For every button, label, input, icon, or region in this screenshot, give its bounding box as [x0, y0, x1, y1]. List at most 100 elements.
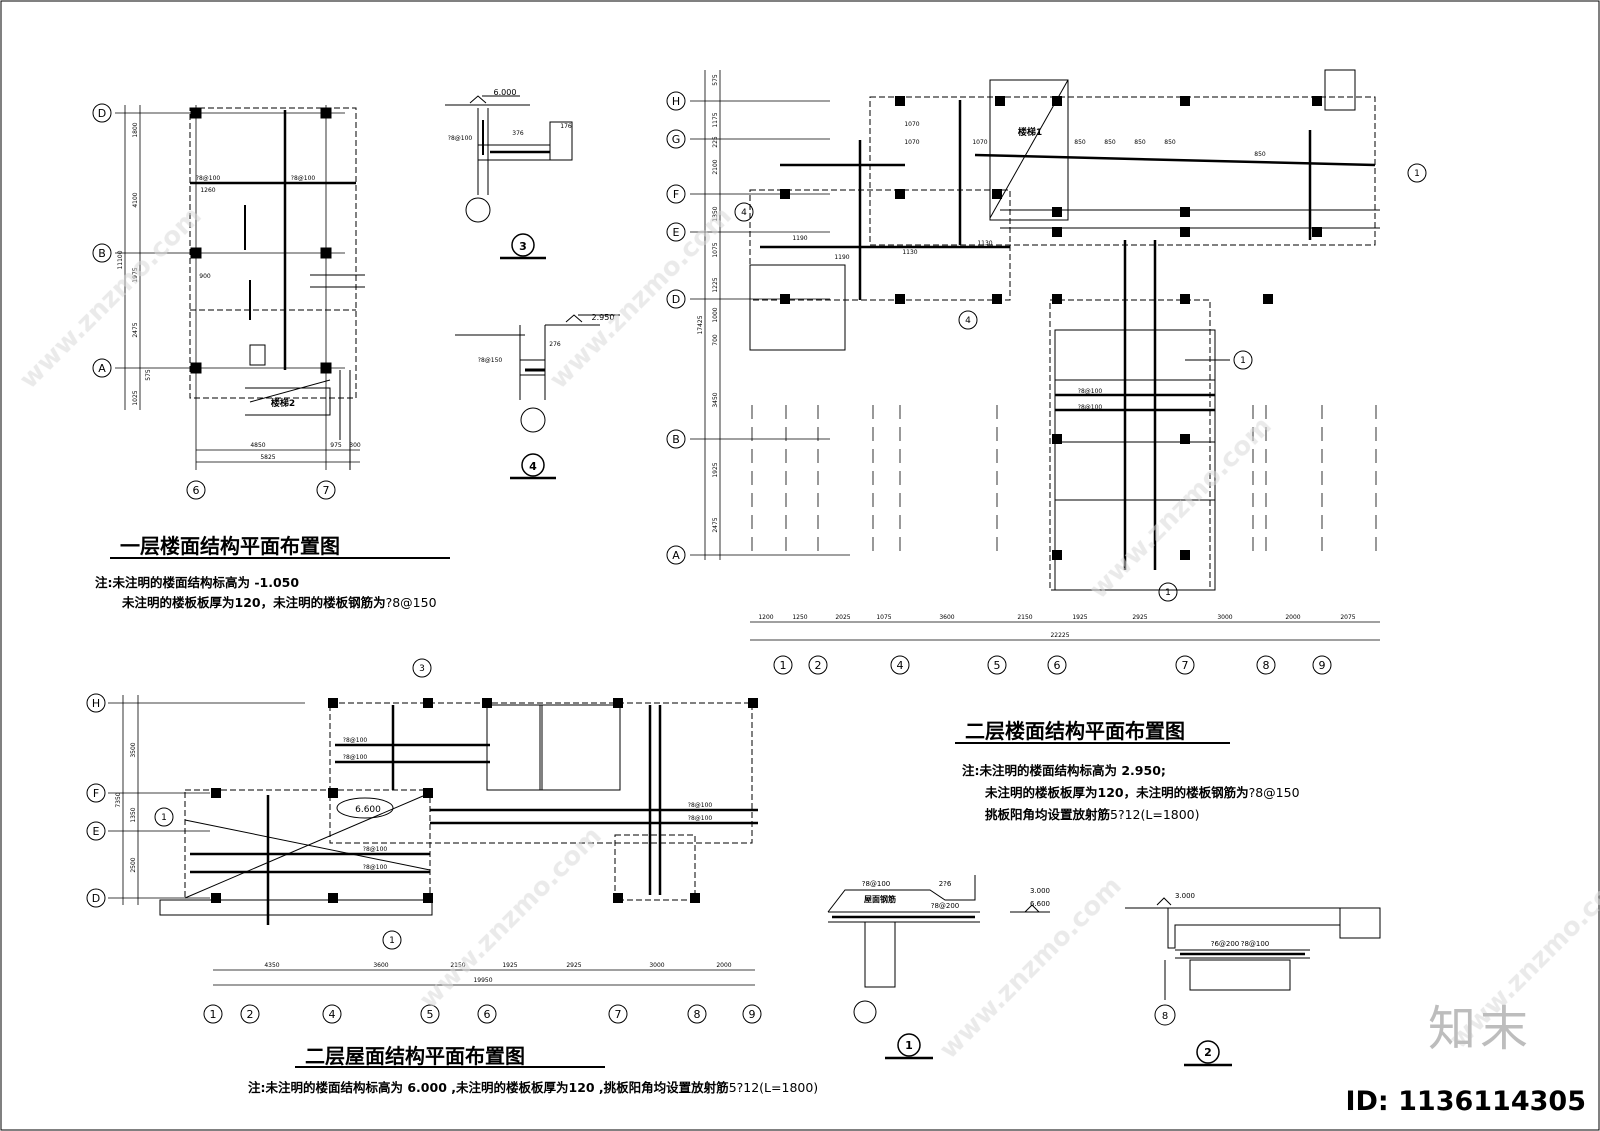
detail3-number: 3 — [519, 240, 527, 253]
plan3-elevation: 6.600 — [355, 805, 381, 815]
svg-text:?8@100: ?8@100 — [1078, 388, 1103, 395]
plan2-note-line3: 挑板阳角均设置放射筋5?12(L=1800) — [985, 807, 1200, 822]
svg-text:6.600: 6.600 — [1030, 900, 1050, 908]
svg-text:1350: 1350 — [712, 206, 719, 221]
svg-text:4: 4 — [741, 208, 747, 218]
svg-text:1: 1 — [1165, 588, 1171, 598]
svg-text:2475: 2475 — [132, 322, 139, 337]
svg-text:3600: 3600 — [373, 962, 388, 969]
svg-text:www.znzmo.com: www.znzmo.com — [544, 201, 738, 395]
plan3-grid-4: 4 — [329, 1008, 336, 1021]
svg-text:2150: 2150 — [1017, 614, 1032, 621]
plan2-grid-B: B — [672, 433, 680, 446]
svg-text:?6@200: ?6@200 — [1211, 940, 1240, 948]
detail4-labels: 2.950 ?8@150 276 4 — [478, 313, 615, 473]
svg-text:?8@100: ?8@100 — [196, 175, 221, 182]
plan1-note-line1: 注:未注明的楼面结构标高为 -1.050 — [95, 575, 300, 590]
svg-text:2075: 2075 — [1340, 614, 1355, 621]
plan2-grid-D: D — [672, 293, 680, 306]
plan2-grid-G: G — [672, 133, 681, 146]
svg-text:1260: 1260 — [200, 187, 215, 194]
plan2-grid-5: 5 — [994, 659, 1001, 672]
plan1-grid-D: D — [98, 107, 106, 120]
detail2-elevation: 3.000 — [1175, 892, 1195, 900]
svg-text:2925: 2925 — [1132, 614, 1147, 621]
plan2-grid-H: H — [672, 95, 680, 108]
svg-text:?8@100: ?8@100 — [343, 754, 368, 761]
svg-text:3600: 3600 — [939, 614, 954, 621]
plan3-dims: 3500 7350 1350 2500 4350 3600 2150 1925 … — [115, 664, 732, 984]
svg-text:?8@100: ?8@100 — [343, 737, 368, 744]
svg-text:850: 850 — [1074, 139, 1086, 146]
detail2-labels: 3.000 ?6@200 ?8@100 8 2 — [1162, 892, 1269, 1059]
svg-text:1070: 1070 — [904, 139, 919, 146]
svg-text:5825: 5825 — [260, 454, 275, 461]
plan3-grid-7: 7 — [615, 1008, 622, 1021]
detail2-number: 2 — [1204, 1046, 1212, 1059]
svg-text:4: 4 — [965, 316, 971, 326]
detail1-labels: ?8@100 屋面钢筋 ?8@200 2?6 3.000 6.600 1 — [862, 880, 1050, 1052]
svg-text:1: 1 — [389, 936, 395, 946]
plan2-title: 二层楼面结构平面布置图 — [965, 719, 1185, 743]
svg-text:2000: 2000 — [1285, 614, 1300, 621]
svg-text:?8@100: ?8@100 — [291, 175, 316, 182]
svg-text:3: 3 — [419, 664, 425, 674]
detail1-drawing — [827, 875, 1050, 1060]
plan2-grid-8: 8 — [1263, 659, 1270, 672]
plan1-title: 一层楼面结构平面布置图 — [120, 534, 340, 558]
svg-text:1130: 1130 — [977, 240, 992, 247]
plan1-drawing — [92, 103, 365, 500]
plan2-drawing — [666, 69, 1427, 675]
plan3-grid-6: 6 — [484, 1008, 491, 1021]
plan1-title-underline — [110, 557, 450, 559]
svg-text:376: 376 — [512, 130, 524, 137]
plan3-grid-F: F — [93, 787, 99, 800]
plan1-dims: 1800 4100 11100 1975 2475 575 1025 4850 … — [117, 122, 361, 461]
svg-text:www.znzmo.com: www.znzmo.com — [414, 821, 608, 1015]
svg-text:1000: 1000 — [712, 307, 719, 322]
svg-text:850: 850 — [1254, 151, 1266, 158]
svg-text:2150: 2150 — [450, 962, 465, 969]
svg-text:22225: 22225 — [1050, 632, 1069, 639]
plan1-grid-6: 6 — [193, 484, 200, 497]
plan2-title-underline — [955, 742, 1230, 744]
svg-text:300: 300 — [349, 442, 361, 449]
svg-text:1130: 1130 — [902, 249, 917, 256]
detail3-drawing — [445, 95, 573, 260]
svg-text:屋面钢筋: 屋面钢筋 — [864, 894, 896, 904]
svg-text:4350: 4350 — [264, 962, 279, 969]
svg-text:?8@100: ?8@100 — [862, 880, 891, 888]
detail1-number: 1 — [905, 1039, 913, 1052]
watermark-layer: www.znzmo.com www.znzmo.com www.znzmo.co… — [14, 201, 1600, 1065]
plan2-dims: 575 1175 225 2100 1350 1075 1225 1000 17… — [697, 74, 1420, 639]
detail2-drawing — [1125, 897, 1381, 1067]
svg-text:?8@100: ?8@100 — [688, 802, 713, 809]
svg-text:2025: 2025 — [835, 614, 850, 621]
plan3-grid-9: 9 — [749, 1008, 756, 1021]
detail4-drawing — [455, 314, 620, 480]
plan2-grid-4: 4 — [897, 659, 904, 672]
svg-text:850: 850 — [1104, 139, 1116, 146]
svg-text:?8@200: ?8@200 — [931, 902, 960, 910]
svg-text:3000: 3000 — [649, 962, 664, 969]
znzmo-logo: 知末 — [1427, 1001, 1532, 1057]
svg-text:575: 575 — [145, 369, 152, 381]
svg-text:17425: 17425 — [697, 315, 704, 334]
plan3-note: 注:未注明的楼面结构标高为 6.000 ,未注明的楼板板厚为120 ,挑板阳角均… — [248, 1080, 819, 1095]
plan1-grid-A: A — [98, 362, 106, 375]
plan2-grid-E: E — [673, 226, 680, 239]
svg-text:276: 276 — [549, 341, 561, 348]
plan1-labels: D B A 6 7 — [98, 107, 330, 497]
svg-text:1070: 1070 — [904, 121, 919, 128]
plan3-grid-H: H — [92, 697, 100, 710]
svg-text:1075: 1075 — [712, 242, 719, 257]
plan2-stair-label: 楼梯1 — [1018, 126, 1042, 138]
plan2-grid-labels: H G F E D B A 1 2 4 5 6 7 8 9 — [672, 95, 1326, 672]
svg-text:?8@100: ?8@100 — [688, 815, 713, 822]
svg-text:?8@100: ?8@100 — [1241, 940, 1270, 948]
plan2-grid-9: 9 — [1319, 659, 1326, 672]
svg-text:1025: 1025 — [132, 390, 139, 405]
plan2-grid-6: 6 — [1054, 659, 1061, 672]
svg-text:1190: 1190 — [834, 254, 849, 261]
